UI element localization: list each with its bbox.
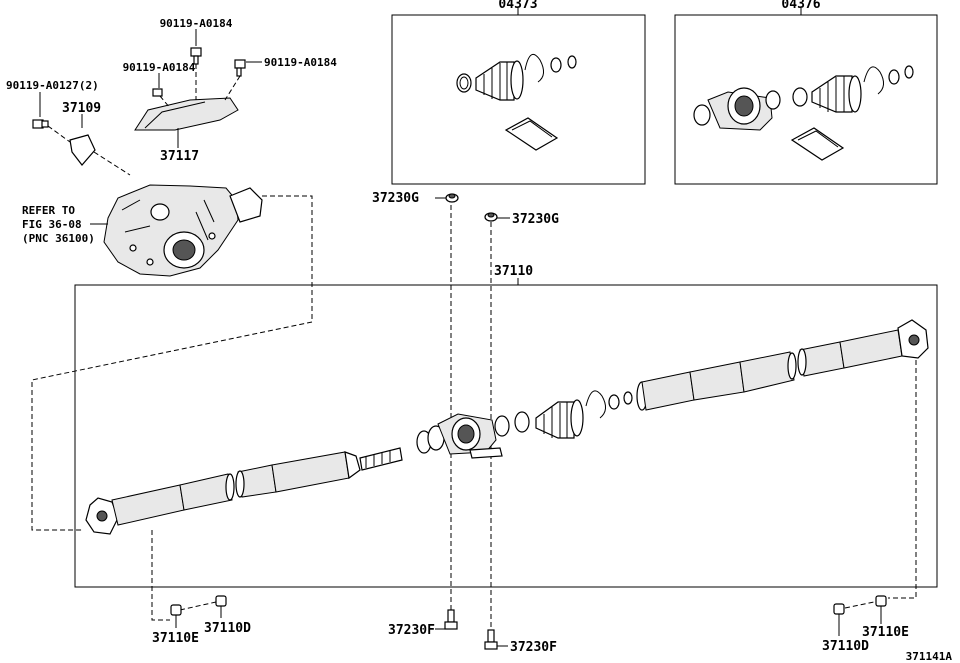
kit-box-04376	[674, 14, 938, 185]
label-kit-04373: 04373	[498, 0, 537, 12]
label-shaft-37110: 37110	[494, 264, 533, 279]
label-bracket-37109: 37109	[62, 101, 101, 116]
label-refer-line1: REFER TO	[22, 204, 75, 217]
center-bearing-assembly	[416, 390, 633, 459]
label-nut-37110e-left: 37110E	[152, 631, 199, 646]
front-propeller-shaft	[85, 447, 403, 535]
label-bracket-37117: 37117	[160, 149, 199, 164]
bearing-kit-04376-parts	[693, 65, 914, 161]
fastener-nut-g1	[445, 193, 459, 203]
label-bolt-mid: 90119-A0184	[123, 61, 196, 74]
fastener-nut-d-right	[833, 603, 845, 615]
bracket-assembly	[32, 29, 262, 176]
label-bolt-37230f-1: 37230F	[388, 623, 435, 638]
label-nut-37230g-1: 37230G	[372, 191, 419, 206]
kit-box-04373	[391, 14, 646, 185]
fastener-nut-g2	[484, 212, 498, 222]
label-bolt-top: 90119-A0184	[160, 17, 233, 30]
label-nut-37110e-right: 37110E	[862, 625, 909, 640]
label-refer-line2: FIG 36-08	[22, 218, 82, 231]
transfer-case-housing	[90, 184, 263, 277]
shaft-assembly-box	[74, 284, 938, 588]
label-bolt-right: 90119-A0184	[264, 56, 337, 69]
label-nut-37110d-right: 37110D	[822, 639, 869, 654]
alignment-line-front	[31, 195, 313, 531]
label-bolt-left: 90119-A0127(2)	[6, 79, 99, 92]
label-kit-04376: 04376	[781, 0, 820, 12]
fastener-nut-e-left	[170, 604, 182, 616]
boot-kit-04373-parts	[456, 53, 577, 151]
fastener-nut-d-left	[215, 595, 227, 607]
label-nut-37230g-2: 37230G	[512, 212, 559, 227]
label-refer-line3: (PNC 36100)	[22, 232, 95, 245]
fastener-bolt-f1	[444, 609, 458, 630]
label-bolt-37230f-2: 37230F	[510, 640, 557, 655]
label-figure-id: 371141A	[906, 650, 953, 663]
fastener-bolt-f2	[484, 629, 498, 650]
fastener-nut-e-right	[875, 595, 887, 607]
rear-propeller-shaft	[636, 319, 929, 411]
label-nut-37110d-left: 37110D	[204, 621, 251, 636]
